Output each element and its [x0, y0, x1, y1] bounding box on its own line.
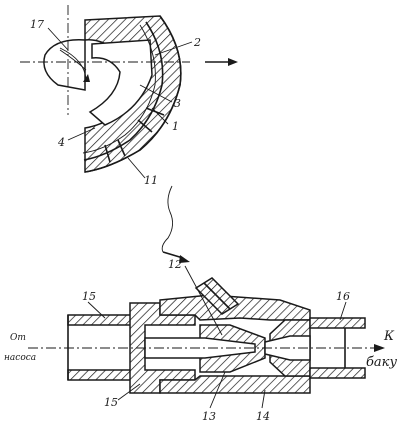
left-cutout [43, 39, 86, 91]
flow-arrowhead [374, 344, 385, 352]
leader-11 [127, 157, 146, 179]
rotation-arc [59, 47, 87, 81]
leader-2 [154, 41, 193, 56]
output-arrowhead [228, 58, 238, 66]
label-13: 13 [202, 410, 216, 423]
left-cutout-inner [59, 49, 87, 71]
leader-1 [151, 107, 169, 125]
to-tank-line2: баку [366, 355, 397, 370]
leader-15-top [87, 301, 106, 319]
body-top [159, 294, 311, 321]
from-pump-line1: От [10, 333, 26, 343]
curved-channel [88, 39, 153, 126]
rotation-arrowhead [83, 74, 90, 82]
label-17: 17 [30, 18, 44, 31]
label-2: 2 [193, 36, 201, 49]
body-bottom [159, 375, 311, 394]
outlet-pipe-top-wall [309, 317, 366, 329]
connector-arrowhead [179, 255, 190, 263]
leader-17 [47, 27, 69, 51]
radial-slot-3 [104, 144, 111, 163]
connector-arrow-line [162, 251, 184, 259]
connector-wave [161, 185, 173, 253]
leader-16 [339, 301, 347, 321]
label-14: 14 [256, 410, 270, 423]
radial-slot-2 [137, 119, 153, 133]
leader-4 [67, 127, 96, 141]
label-11: 11 [144, 174, 158, 187]
from-pump-line2: насоса [4, 353, 36, 363]
valve-section-view: 15 16 12 15 13 14 От насоса К баку [4, 258, 397, 423]
rotor-sector-view: 17 2 3 1 4 11 [20, 5, 238, 187]
label-3: 3 [174, 97, 181, 110]
inlet-pipe-bottom-wall [67, 369, 134, 381]
suction-pipe-bore [203, 282, 231, 310]
to-tank-line1: К [383, 329, 395, 344]
label-15-bottom: 15 [104, 396, 118, 409]
connector-curve [161, 185, 190, 263]
inlet-pipe-top-wall [67, 314, 134, 326]
label-16: 16 [336, 290, 350, 303]
outlet-pipe-bottom-wall [309, 367, 366, 379]
radial-slot-4 [117, 139, 126, 157]
label-12: 12 [168, 258, 182, 271]
sector-ring-outer [84, 15, 182, 173]
label-15-top: 15 [82, 290, 96, 303]
sector-ring-inner [83, 21, 164, 161]
leader-3 [139, 84, 173, 103]
leader-14 [261, 389, 266, 409]
leader-15-bottom [117, 383, 141, 401]
label-4: 4 [57, 136, 65, 149]
leader-12 [184, 265, 223, 336]
label-1: 1 [172, 120, 179, 133]
leader-13 [209, 371, 226, 409]
